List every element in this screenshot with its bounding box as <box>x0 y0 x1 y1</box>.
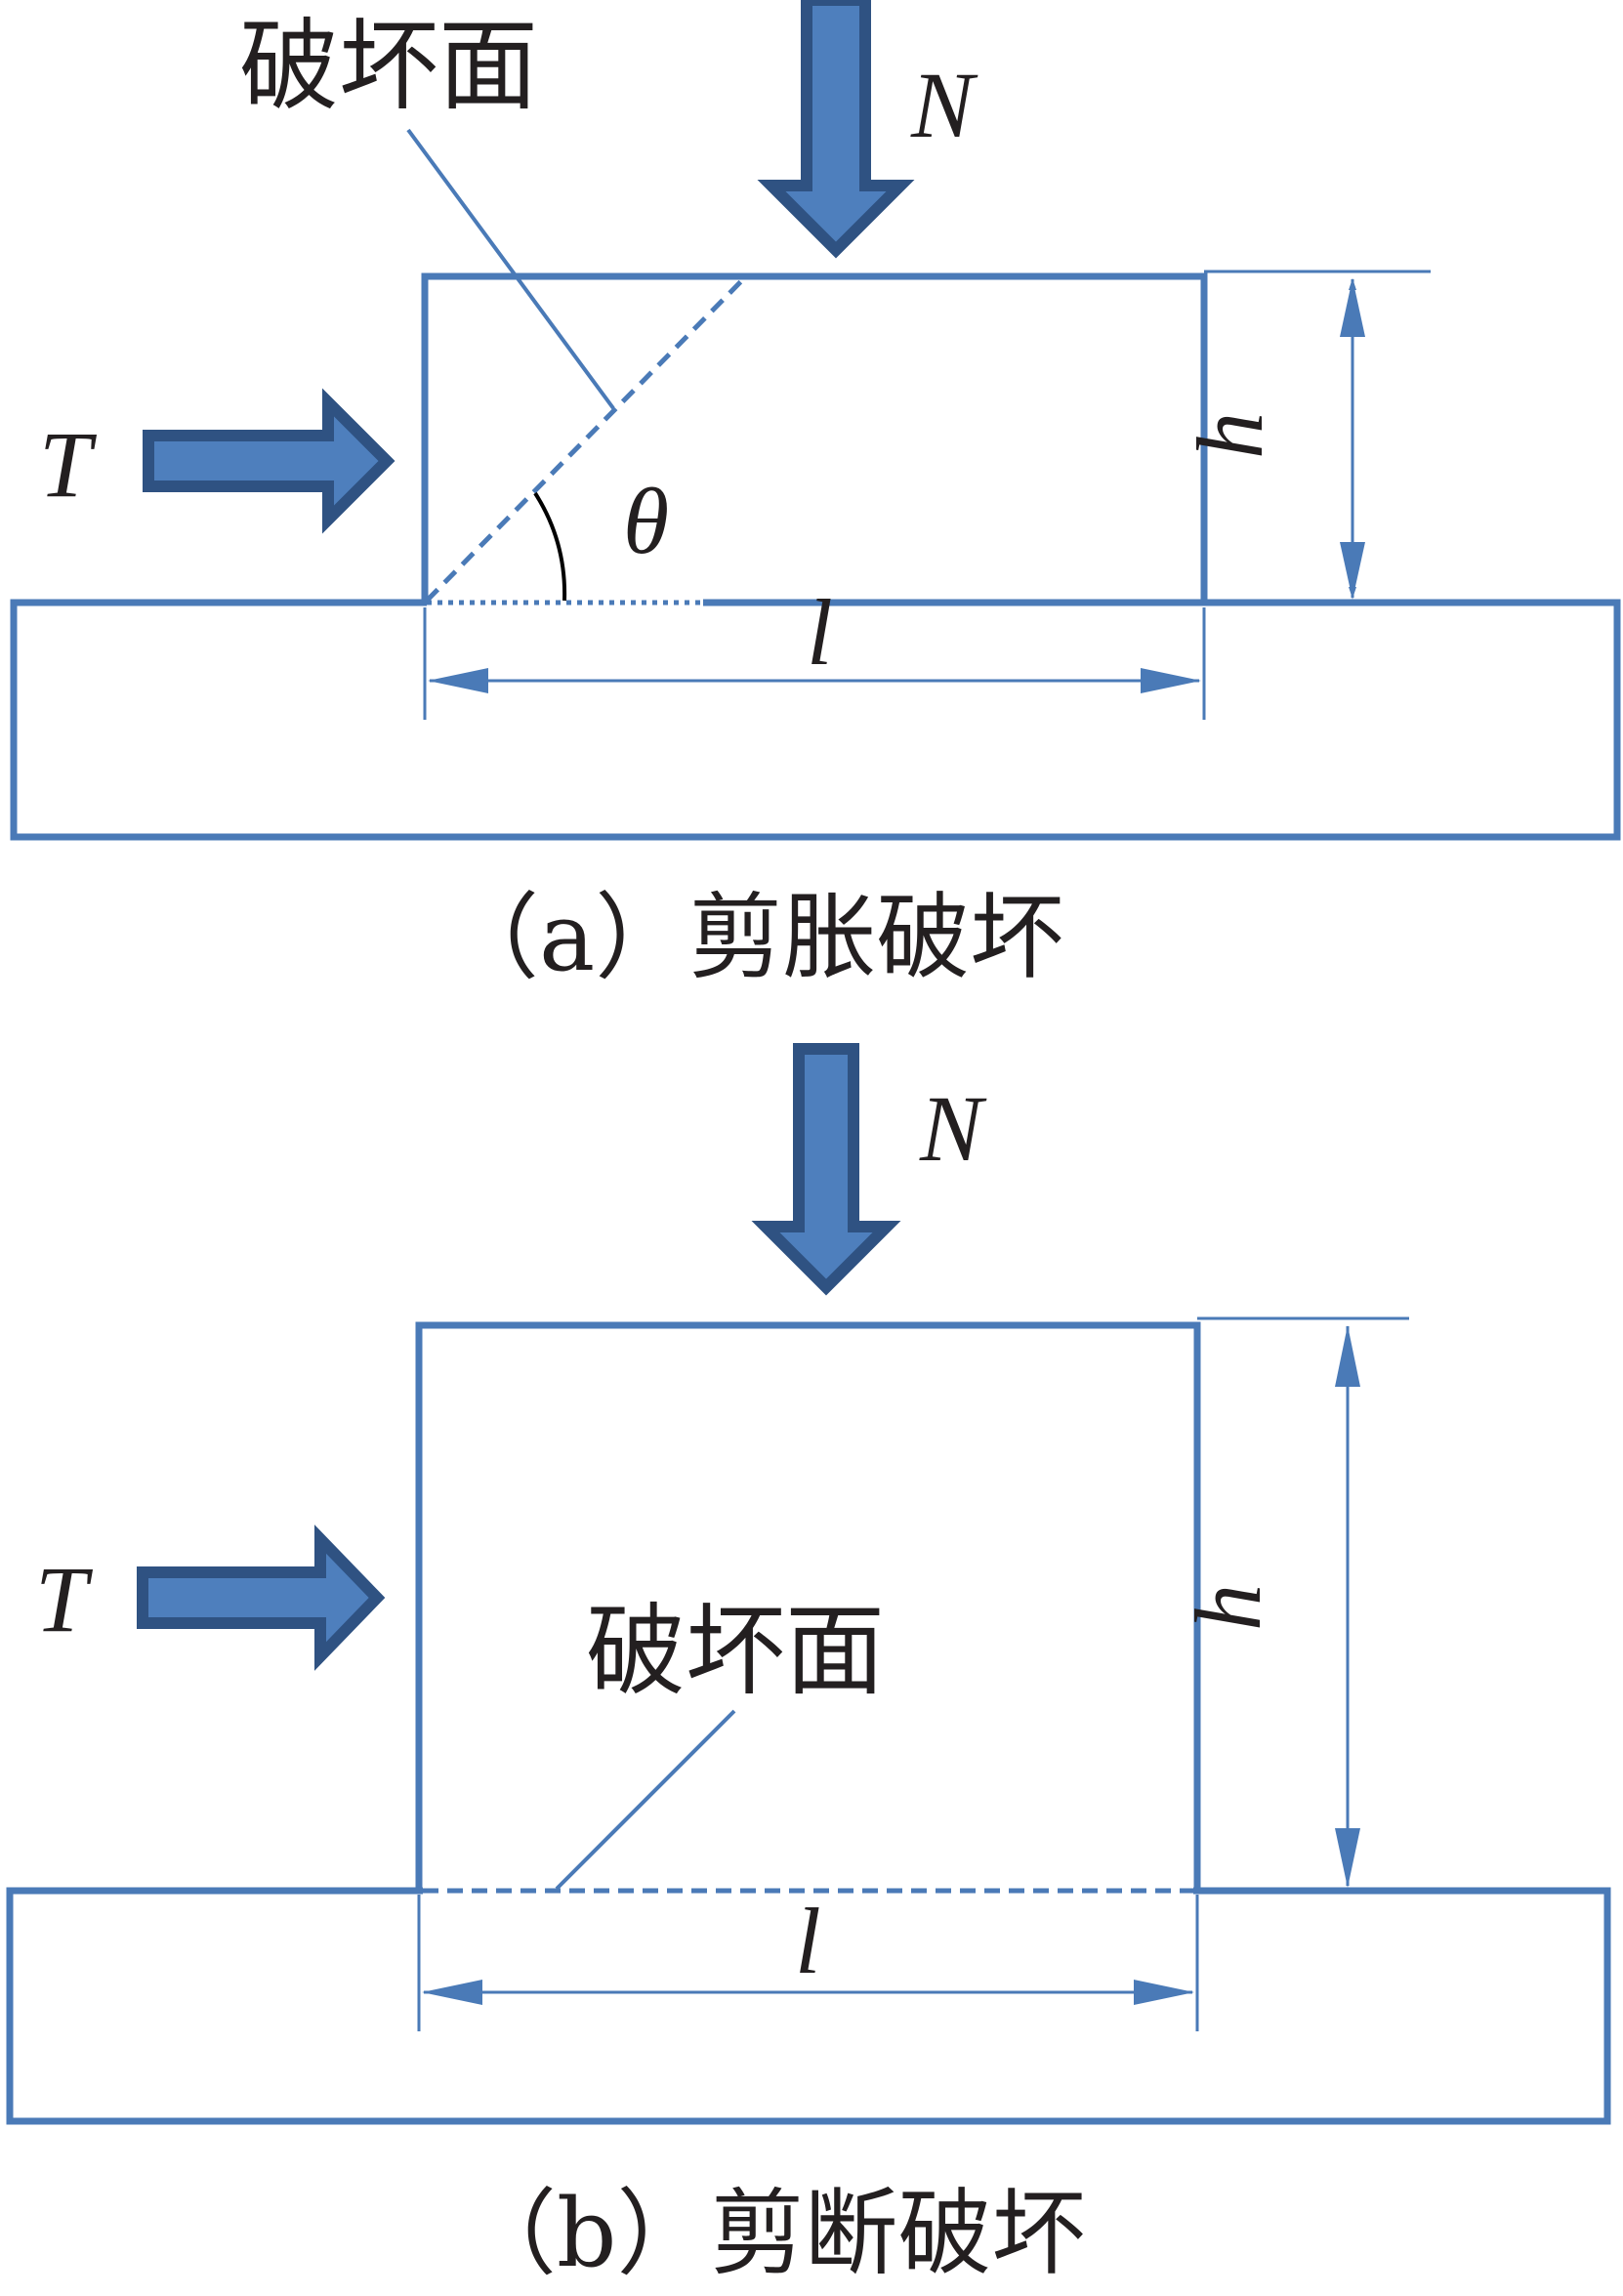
panel-a-failure-surface-label: 破坏面 <box>239 9 538 125</box>
panel-a-normal-force-label: N <box>910 53 978 157</box>
panel-b-failure-surface-label: 破坏面 <box>586 1594 885 1710</box>
panel-b-height-label: h <box>1176 1584 1280 1631</box>
panel-a-length-arrow-left <box>428 668 488 693</box>
panel-a-angle-label: θ <box>623 469 669 573</box>
panel-b-length-label: l <box>795 1889 821 1993</box>
panel-a-specimen-block <box>421 272 1208 606</box>
panel-a-angle-arc <box>533 491 567 602</box>
panel-b: 破坏面 N T l h （b）剪断破坏 <box>6 1043 1611 2288</box>
panel-a: 破坏面 N T θ l h （a）剪胀破坏 <box>10 0 1621 992</box>
panel-a-height-arrow-bottom <box>1340 542 1365 600</box>
panel-b-shear-force-label: T <box>35 1547 94 1651</box>
panel-a-normal-force-arrow <box>757 0 915 259</box>
panel-b-specimen-block <box>415 1321 1201 1895</box>
panel-b-normal-force-arrow <box>751 1043 901 1296</box>
panel-a-length-arrow-right <box>1141 668 1201 693</box>
panel-b-length-arrow-right <box>1134 1980 1194 2005</box>
panel-b-shear-force-arrow <box>137 1524 386 1671</box>
panel-b-caption: （b）剪断破坏 <box>463 2179 1085 2288</box>
panel-a-shear-force-label: T <box>39 412 98 517</box>
panel-b-normal-force-label: N <box>919 1076 987 1181</box>
panel-a-caption: （a）剪胀破坏 <box>445 883 1063 992</box>
panel-b-failure-label-leader <box>555 1709 736 1891</box>
panel-a-height-arrow-top <box>1340 278 1365 337</box>
panel-b-length-arrow-left <box>422 1980 482 2005</box>
panel-b-height-arrow-top <box>1335 1325 1360 1387</box>
panel-b-height-arrow-bottom <box>1335 1828 1360 1888</box>
panel-a-shear-force-arrow <box>143 388 395 534</box>
panel-a-failure-label-leader <box>406 128 615 410</box>
panel-a-length-label: l <box>807 580 833 685</box>
panel-a-height-label: h <box>1178 412 1282 459</box>
